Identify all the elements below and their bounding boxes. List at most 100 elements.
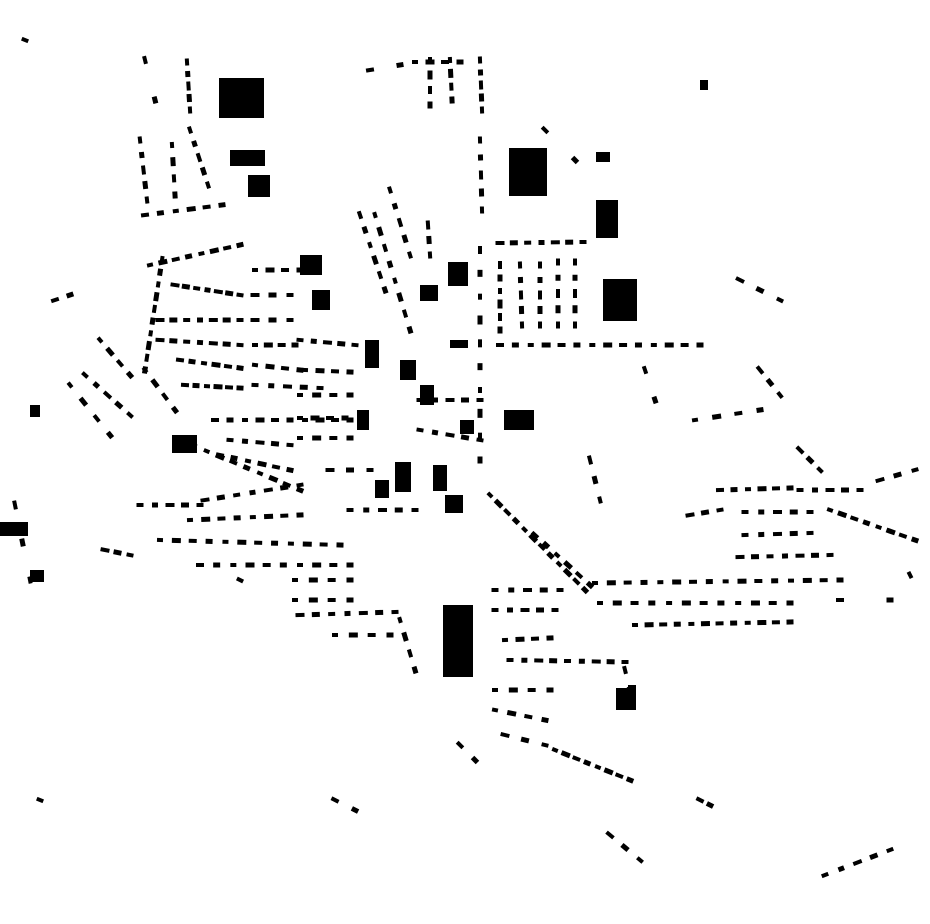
building [191, 140, 198, 148]
building [511, 342, 519, 348]
building [737, 578, 747, 584]
building [315, 417, 325, 423]
building [806, 510, 814, 514]
building [322, 340, 333, 345]
building [144, 196, 150, 204]
building [428, 86, 432, 94]
building [376, 270, 384, 280]
building [315, 367, 325, 374]
building [296, 267, 304, 273]
building [886, 597, 894, 603]
building [401, 631, 409, 642]
building [113, 549, 122, 556]
building [551, 747, 559, 753]
building [105, 430, 115, 440]
building [192, 382, 200, 389]
building [594, 764, 602, 771]
large-buildings [0, 78, 708, 710]
building [518, 290, 524, 300]
building [19, 538, 26, 547]
building [515, 636, 525, 643]
building [416, 398, 424, 402]
building [226, 437, 234, 443]
building [346, 508, 354, 512]
building [521, 657, 528, 663]
building [685, 512, 695, 518]
building [460, 434, 470, 441]
building [346, 392, 354, 398]
building [36, 796, 44, 804]
building [312, 290, 330, 310]
building [478, 387, 482, 393]
building [222, 317, 231, 323]
building [730, 620, 738, 626]
building [493, 498, 504, 509]
building [213, 289, 224, 295]
building [477, 363, 483, 371]
building [226, 417, 234, 423]
building [500, 731, 510, 739]
building [203, 384, 211, 389]
building [586, 455, 594, 465]
building [810, 552, 820, 558]
building [657, 580, 664, 585]
building [478, 170, 484, 180]
building [700, 621, 711, 627]
building [268, 292, 277, 298]
building [478, 80, 484, 90]
building [136, 503, 144, 507]
building [460, 420, 474, 434]
building [651, 395, 659, 405]
building [538, 290, 542, 300]
building [156, 210, 165, 216]
building [560, 750, 571, 759]
building [477, 154, 484, 161]
building [185, 70, 191, 78]
building [381, 285, 389, 295]
building [527, 343, 534, 347]
building [155, 281, 161, 288]
building [425, 220, 431, 230]
building [517, 276, 524, 284]
building [188, 358, 196, 365]
building [563, 658, 572, 664]
building [603, 767, 614, 776]
building [771, 486, 781, 491]
building [351, 342, 359, 348]
building [230, 454, 238, 462]
building [331, 418, 339, 422]
building [412, 60, 418, 64]
building [768, 601, 777, 605]
building [478, 188, 485, 197]
building [556, 321, 560, 329]
building [228, 458, 238, 466]
building [137, 136, 143, 144]
building [849, 515, 859, 522]
building [170, 157, 176, 167]
building [715, 487, 725, 493]
building [572, 274, 578, 281]
building [580, 585, 590, 595]
building [537, 542, 547, 552]
building [365, 67, 375, 73]
building [346, 597, 354, 603]
building [169, 338, 178, 344]
building [511, 516, 521, 526]
building [279, 484, 289, 491]
building [196, 503, 204, 507]
building [316, 385, 324, 391]
building [886, 846, 894, 854]
building [836, 598, 844, 602]
building [183, 339, 191, 344]
building [626, 685, 634, 695]
building [66, 381, 74, 389]
building [156, 537, 164, 543]
building [875, 524, 883, 531]
building [553, 551, 561, 559]
building [573, 289, 577, 298]
building [448, 262, 468, 286]
building [348, 632, 358, 638]
building [758, 509, 765, 515]
building [640, 579, 648, 585]
